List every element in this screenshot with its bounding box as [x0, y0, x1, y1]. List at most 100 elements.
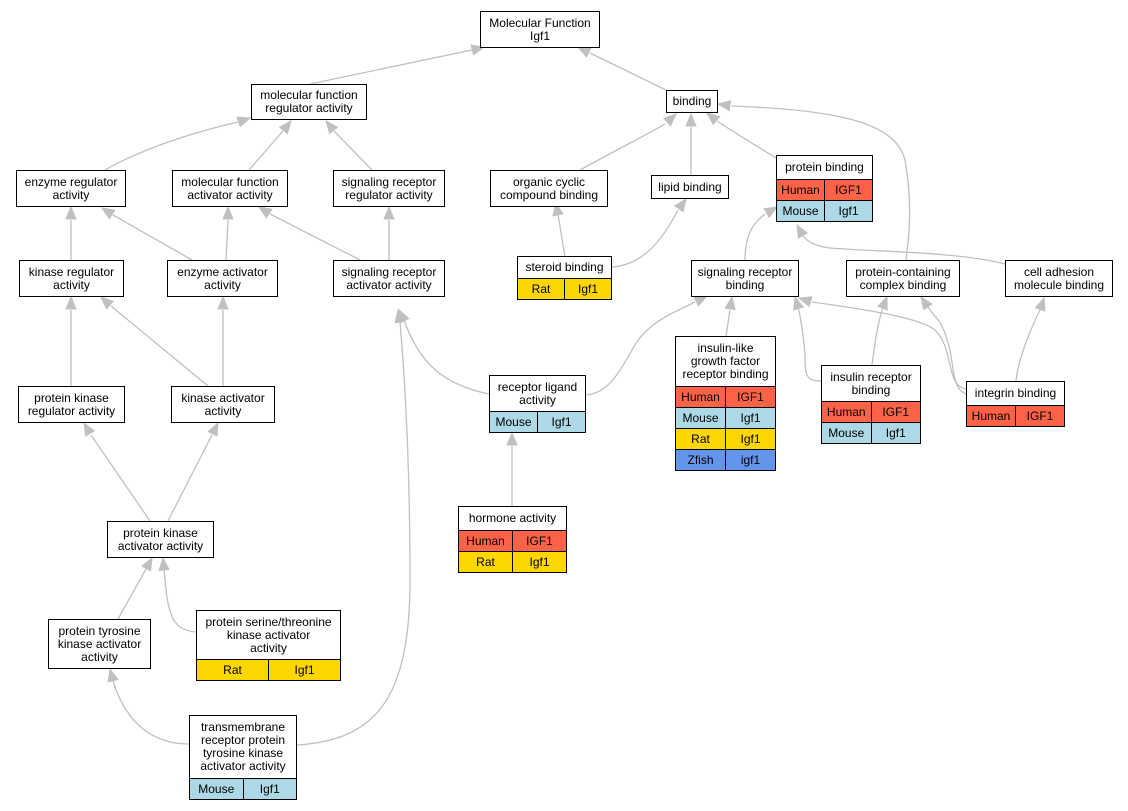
term-label-line: activator activity: [200, 759, 286, 773]
gene-cell: IGF1: [725, 387, 775, 407]
term-label-line: activity: [81, 649, 118, 664]
term-label-line: molecule binding: [1013, 277, 1105, 292]
edge-arrowhead: [257, 206, 273, 219]
edge-line: [744, 213, 766, 261]
species-cell: Human: [826, 405, 866, 419]
term-label-line: regulator activity: [345, 187, 433, 202]
term-label-line: Molecular Function: [489, 15, 591, 30]
term-label-line: enzyme regulator: [24, 174, 118, 189]
term-label-line: organic cyclic: [512, 174, 585, 189]
edge-line: [117, 568, 147, 620]
go-term-lipb[interactable]: lipid binding: [651, 175, 729, 199]
species-cell: Rat: [691, 432, 710, 446]
term-label-line: activity: [53, 277, 90, 292]
term-label-line: signaling receptor: [341, 264, 437, 279]
edge-arrowhead: [207, 421, 219, 437]
term-label-line: activator activity: [187, 187, 273, 202]
species-cell: Mouse: [782, 204, 819, 218]
term-label-line: activity: [519, 392, 556, 407]
edge-arrowhead: [797, 296, 813, 308]
species-cell: Rat: [476, 555, 495, 569]
term-label-line: signaling receptor: [341, 174, 437, 189]
edge-arrowhead: [506, 431, 518, 446]
species-row: Human IGF1: [777, 179, 872, 200]
edge-line: [309, 49, 473, 85]
species-cell: Human: [781, 183, 820, 197]
term-label-line: integrin binding: [974, 386, 1057, 400]
term-label-line: receptor binding: [682, 367, 769, 381]
edge-arrowhead: [724, 295, 736, 311]
term-label-line: kinase activator: [57, 636, 142, 651]
edge-line: [797, 306, 822, 382]
term-label-line: hormone activity: [468, 511, 557, 525]
gene-cell: Igf1: [512, 552, 566, 572]
species-row: Rat Igf1: [459, 551, 566, 572]
edge-line: [333, 130, 373, 171]
term-label-line: protein kinase: [123, 525, 198, 540]
edge-arrowhead: [383, 205, 395, 220]
edge-arrowhead: [796, 223, 808, 239]
edge-line: [716, 120, 777, 159]
edge-arrowhead: [920, 295, 933, 311]
edge-line: [611, 209, 679, 268]
gene-cell: IGF1: [824, 180, 872, 200]
species-cell: Human: [971, 409, 1011, 423]
edge-arrowhead: [716, 100, 732, 112]
term-label-line: compound binding: [499, 187, 599, 202]
edge-arrowhead: [662, 113, 677, 127]
edge-line: [585, 301, 696, 396]
edge-line: [90, 434, 151, 522]
term-label-line: enzyme activator: [177, 264, 268, 279]
term-label-line: transmembrane: [200, 720, 286, 734]
go-term-bind[interactable]: binding: [666, 90, 718, 113]
term-label-line: protein serine/threonine: [205, 614, 332, 629]
edge-line: [731, 105, 911, 261]
edge-arrowhead: [763, 206, 779, 219]
term-label-line: receptor protein: [200, 733, 286, 747]
gene-cell: Igf1: [537, 412, 585, 432]
term-label-line: signaling receptor: [697, 264, 793, 279]
edge-arrowhead: [1034, 296, 1046, 312]
edge-line: [225, 219, 229, 261]
